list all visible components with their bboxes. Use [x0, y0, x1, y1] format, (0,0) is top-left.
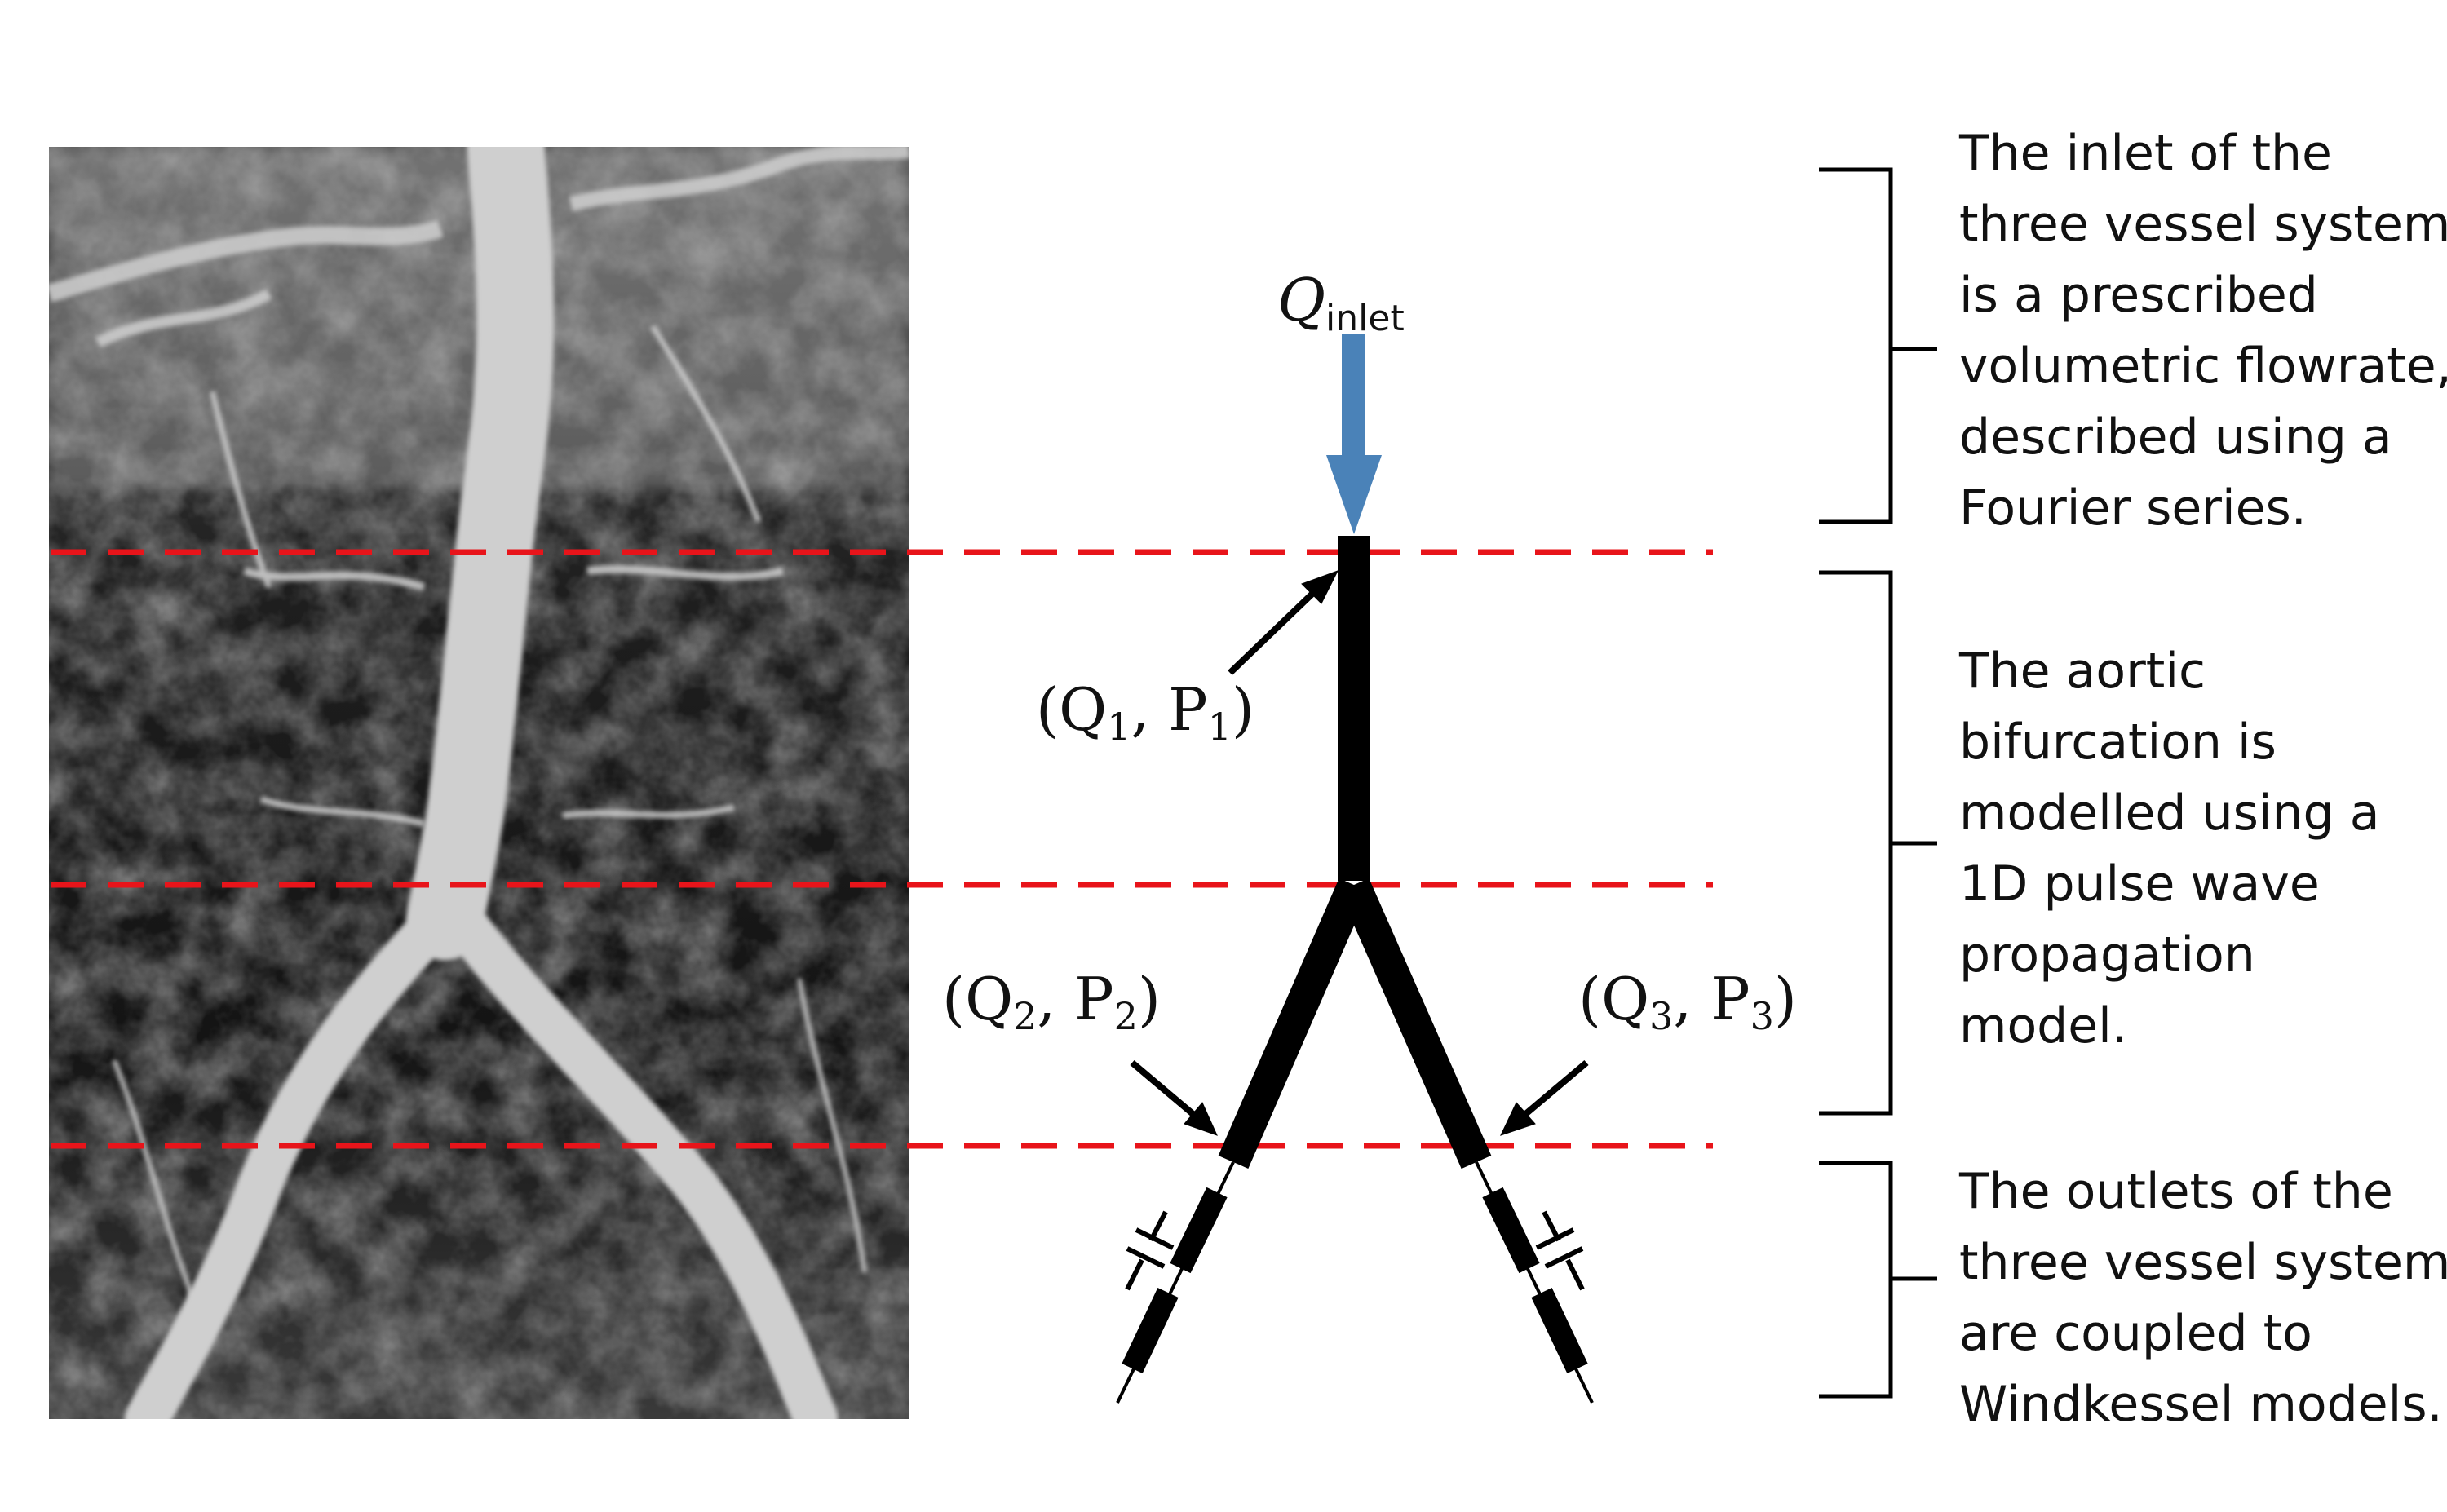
- right-daughter-vessel: [1339, 878, 1492, 1169]
- bracket-bifurcation-icon: [1819, 570, 1937, 1116]
- angiogram-image: [49, 147, 909, 1419]
- q1-p1-label: (Q1, P1): [1036, 675, 1254, 749]
- outlets-description: The outlets of the three vessel system a…: [1958, 1163, 2447, 1433]
- left-daughter-vessel: [1218, 878, 1370, 1169]
- inlet-flow-label: Qinlet: [1277, 266, 1405, 339]
- right-windkessel-icon: [1475, 1161, 1594, 1404]
- dashed-guide-lines: [51, 549, 1713, 1149]
- left-windkessel-icon: [1116, 1161, 1235, 1404]
- bifurcation-description: The aortic bifurcation is modelled using…: [1958, 643, 2396, 1054]
- pointer-arrows: [1130, 570, 1589, 1136]
- bracket-icons: [1819, 167, 1937, 1399]
- inlet-arrow-icon: [1326, 334, 1382, 534]
- arrow-q3-icon: [1500, 1059, 1589, 1136]
- q2-p2-label: (Q2, P2): [942, 965, 1161, 1038]
- inlet-description: The inlet of the three vessel system is …: [1958, 125, 2447, 537]
- vessel-network: [1116, 536, 1594, 1404]
- bracket-outlets-icon: [1819, 1161, 1937, 1399]
- arrow-q2-icon: [1130, 1059, 1218, 1136]
- bracket-inlet-icon: [1819, 167, 1937, 524]
- arrow-q1-icon: [1228, 570, 1339, 675]
- q3-p3-label: (Q3, P3): [1578, 965, 1797, 1038]
